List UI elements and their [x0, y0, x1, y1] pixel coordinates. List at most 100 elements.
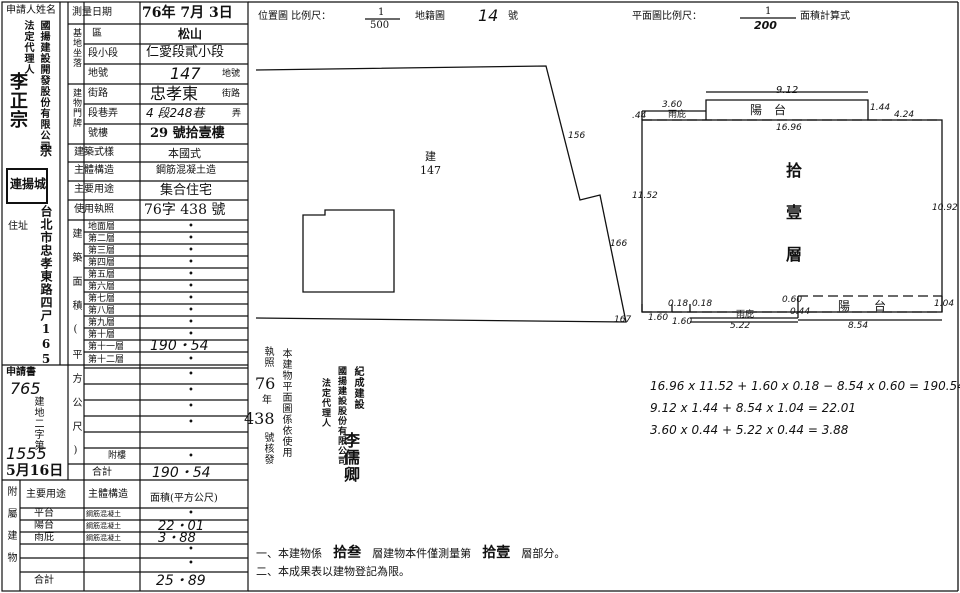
- address-value: 台北市忠孝東路四ㄕ165: [39, 205, 53, 367]
- fp-d1152: 11.52: [632, 191, 658, 201]
- note-col2a: 執照: [262, 346, 273, 368]
- application-label: 申請書: [6, 367, 36, 378]
- floor-total-label: 合計: [92, 467, 112, 478]
- floor-row-label: 第五層: [88, 270, 116, 280]
- fp-balcony-top: 陽 台: [750, 103, 787, 117]
- survey-date: 76年 7月 3日: [142, 5, 233, 21]
- fp-d160a: 1.60: [648, 313, 669, 323]
- footnote-1: 一、本建物係 拾叁 層建物本件僅測量第 拾壹 層部分。: [256, 545, 566, 561]
- floor-row-label: 第四層: [88, 258, 116, 268]
- lot-value: 147: [170, 64, 201, 83]
- applicant-company: 國揚建設開發股份有限公司: [38, 20, 49, 152]
- basement-label: 附樓: [108, 451, 127, 461]
- floor-row-value: •: [188, 417, 194, 428]
- annex-row-use: 雨庇: [34, 532, 54, 543]
- annex-col-area: 面積(平方公尺): [150, 493, 218, 504]
- floor-row-label: 第十層: [88, 330, 116, 340]
- district-value: 松山: [178, 27, 203, 41]
- floor-row-label: 第十二層: [88, 355, 125, 365]
- site-dim-167: 167: [614, 315, 632, 325]
- rep-name: 李正宗: [7, 72, 28, 129]
- structure-label: 主體構造: [74, 165, 114, 176]
- floor-row-label: 第二層: [88, 234, 116, 244]
- fp-d104: 1.04: [934, 299, 955, 309]
- application-date: 5月16日: [6, 463, 64, 479]
- plan-scale-num: 1: [765, 6, 772, 17]
- annex-row-area: •: [188, 508, 194, 519]
- note-rep: 法定代理人: [320, 378, 330, 428]
- fp-d144: 1.44: [870, 103, 891, 113]
- floor-row-value: •: [188, 293, 194, 304]
- district-label: 區: [92, 28, 102, 39]
- floor-row-label: 第七層: [88, 294, 116, 304]
- note-col2c: 年: [262, 395, 272, 406]
- floor-row-label: 第八層: [88, 306, 116, 316]
- annex-row-use: 平台: [34, 508, 54, 519]
- street-value: 忠孝東: [150, 84, 199, 103]
- footnote-2: 二、本成果表以建物登記為限。: [256, 565, 410, 578]
- fp-d522: 5.22: [730, 321, 751, 331]
- lane-label: 段巷弄: [88, 108, 118, 119]
- lane-suffix: 弄: [232, 109, 242, 119]
- floor-row-value: •: [188, 317, 194, 328]
- site-scale-label: 位置圖 比例尺：: [258, 11, 332, 22]
- formula-2: 9.12 x 1.44 + 8.54 x 1.04 = 22.01: [650, 401, 857, 415]
- rep-label: 法定代理人: [22, 20, 33, 75]
- rep-seal: 宗: [40, 144, 53, 158]
- applicant-label: 申請人姓名: [6, 5, 56, 16]
- floor-row-label: 第九層: [88, 318, 116, 328]
- street-suffix: 街路: [222, 89, 241, 99]
- floor-group-label: 建築面積(平方公尺): [70, 228, 81, 470]
- style-label: 建築式樣: [74, 147, 114, 158]
- application-year: 765: [10, 379, 41, 398]
- section-value: 仁愛段貳小段: [146, 45, 225, 60]
- formula-3: 3.60 x 0.44 + 5.22 x 0.44 = 3.88: [650, 423, 849, 437]
- site-dim-156: 156: [568, 131, 586, 141]
- section-label: 段小段: [88, 48, 118, 59]
- lot-suffix: 地號: [222, 69, 241, 79]
- formula-1: 16.96 x 11.52 + 1.60 x 0.18 − 8.54 x 0.6…: [650, 379, 960, 393]
- floor-row-value: •: [188, 221, 194, 232]
- annex-row-struct: 鋼筋混凝土: [86, 522, 121, 530]
- note-col2b: 76: [255, 374, 276, 393]
- annex-row-area: •: [188, 558, 194, 569]
- fp-d854: 8.54: [848, 321, 869, 331]
- use-label: 主要用途: [74, 184, 114, 195]
- fp-d424: 4.24: [894, 110, 915, 120]
- lot-label: 地號: [88, 68, 108, 79]
- site-lot-label: 建 147: [420, 150, 441, 177]
- site-dim-166: 166: [610, 239, 628, 249]
- fp-d044b: 0.44: [790, 307, 811, 317]
- application-code: 1555: [6, 444, 47, 463]
- fp-canopy-top: 雨庇: [668, 110, 687, 120]
- annex-total-label: 合計: [34, 575, 54, 586]
- annex-col-struct: 主體構造: [88, 489, 128, 500]
- fp-d360: 3.60: [662, 100, 683, 110]
- floor-total-value: 190・54: [152, 465, 211, 481]
- note-name: 李儒卿: [341, 432, 360, 483]
- floor-row-value: •: [188, 245, 194, 256]
- floor-row-value: •: [188, 385, 194, 396]
- note-col1: 本建物平面圖係依使用: [280, 348, 291, 458]
- sheet-number: 14: [478, 6, 499, 25]
- sheet-label: 地籍圖: [415, 11, 445, 22]
- fp-d018a: 0.18: [668, 299, 689, 309]
- fp-canopy-bottom: 雨庇: [736, 310, 755, 320]
- style-value: 本國式: [168, 147, 201, 160]
- address-label: 住址: [8, 221, 28, 232]
- application-extra: 建地二字第: [32, 396, 43, 451]
- structure-value: 鋼筋混凝土造: [156, 165, 216, 176]
- basement-value: •: [188, 451, 194, 462]
- annex-row-area: •: [188, 544, 194, 555]
- fp-d018b: 0.18: [692, 299, 713, 309]
- fp-balcony-bottom: 陽 台: [838, 299, 887, 313]
- plan-scale-label: 平面圖比例尺：: [632, 11, 702, 22]
- plan-suffix: 面積計算式: [800, 11, 850, 22]
- site-scale-den: 500: [370, 20, 390, 31]
- floor-row-value: •: [188, 369, 194, 380]
- annex-row-area: 22・01: [158, 519, 205, 534]
- number-label: 號樓: [88, 128, 108, 139]
- note-col2e: 號核發: [262, 432, 273, 465]
- annex-group-label: 附屬建物: [5, 486, 16, 574]
